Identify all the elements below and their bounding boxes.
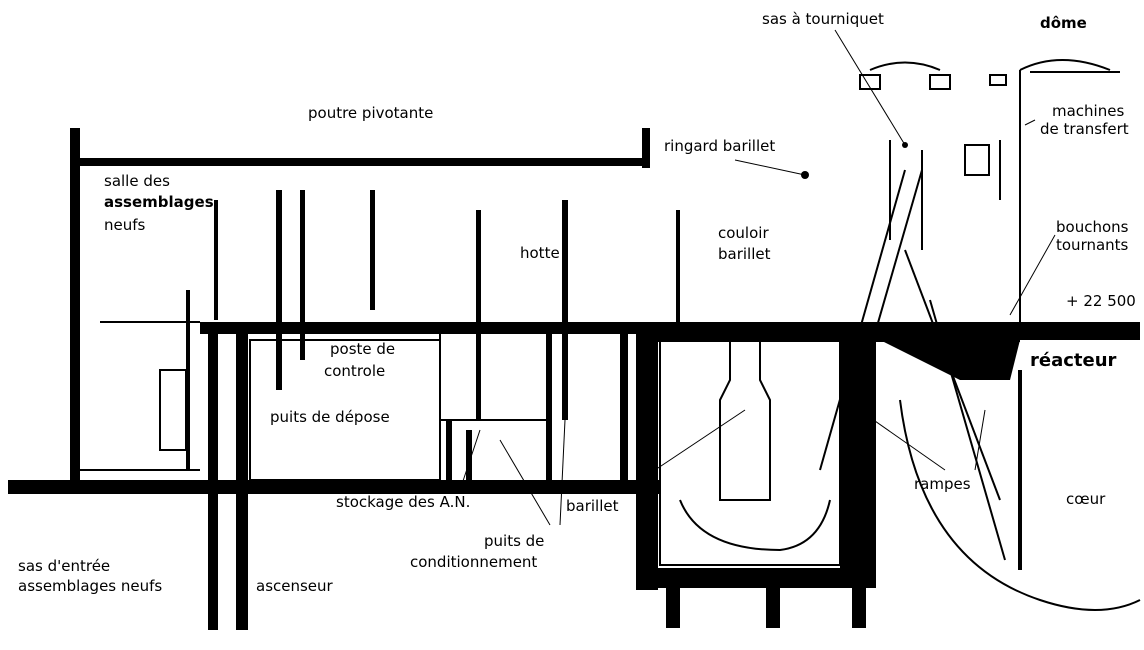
label-ascenseur: ascenseur <box>256 577 333 595</box>
reactor-slab <box>1020 322 1140 340</box>
label-hotte: hotte <box>520 244 560 262</box>
operating-floor <box>200 322 640 334</box>
label-stockage: stockage des A.N. <box>336 493 471 511</box>
label-controle: controle <box>324 362 386 380</box>
label-coeur: cœur <box>1066 490 1106 508</box>
elevator-shaft-left <box>208 330 218 630</box>
reactor-shield <box>880 340 1020 380</box>
label-poste: poste de <box>330 340 396 358</box>
label-bouchons: bouchons <box>1056 218 1129 236</box>
label-dome: dôme <box>1040 14 1087 32</box>
pit-leg-2 <box>766 588 780 628</box>
label-puits-depose: puits de dépose <box>270 408 390 426</box>
pit-leg-3 <box>852 588 866 628</box>
leader-rampes <box>844 399 946 471</box>
label-assemblages-neufs: assemblages neufs <box>18 577 163 595</box>
ground-floor <box>8 480 660 494</box>
label-de-transfert: de transfert <box>1040 120 1129 138</box>
cell-wall <box>466 430 472 482</box>
pit-wall-right <box>840 330 876 588</box>
label-neufs: neufs <box>104 216 146 234</box>
label-reacteur: réacteur <box>1030 350 1117 371</box>
reactor-core-arc <box>899 399 1141 611</box>
label-couloir: couloir <box>718 224 769 242</box>
pit-leg-1 <box>666 588 680 628</box>
reactor-vessel-wall <box>1018 370 1022 570</box>
label-elevation: + 22 500 <box>1066 292 1136 310</box>
label-tournants: tournants <box>1056 236 1129 254</box>
roof-beam <box>80 158 650 166</box>
label-rampes: rampes <box>914 475 971 493</box>
label-puits-de: puits de <box>484 532 545 550</box>
cell-wall <box>446 420 452 482</box>
label-sas-entree: sas d'entrée <box>18 557 111 575</box>
left-wall <box>70 128 80 483</box>
leader-bouchons <box>1009 234 1056 316</box>
right-building-wall <box>642 128 650 168</box>
label-sas-tourniquet: sas à tourniquet <box>762 10 884 28</box>
label-assemblages: assemblages <box>104 193 214 211</box>
pit-floor <box>636 568 876 588</box>
label-barillet: barillet <box>566 497 619 515</box>
pit-wall-left <box>636 330 658 590</box>
label-couloir-barillet: barillet <box>718 245 771 263</box>
dome-outline <box>869 61 941 71</box>
label-machines: machines <box>1052 102 1125 120</box>
cell-wall <box>620 330 628 482</box>
label-poutre-pivotante: poutre pivotante <box>308 104 434 122</box>
operating-floor-right <box>640 322 1020 342</box>
ramp-line <box>819 169 906 471</box>
barillet-vessel <box>719 329 771 501</box>
label-conditionnement: conditionnement <box>410 553 538 571</box>
label-salle: salle des <box>104 172 170 190</box>
leader-sas <box>834 29 906 146</box>
leader-ringard <box>734 159 806 176</box>
label-ringard-barillet: ringard barillet <box>664 137 776 155</box>
elevator-shaft-right <box>236 330 248 630</box>
